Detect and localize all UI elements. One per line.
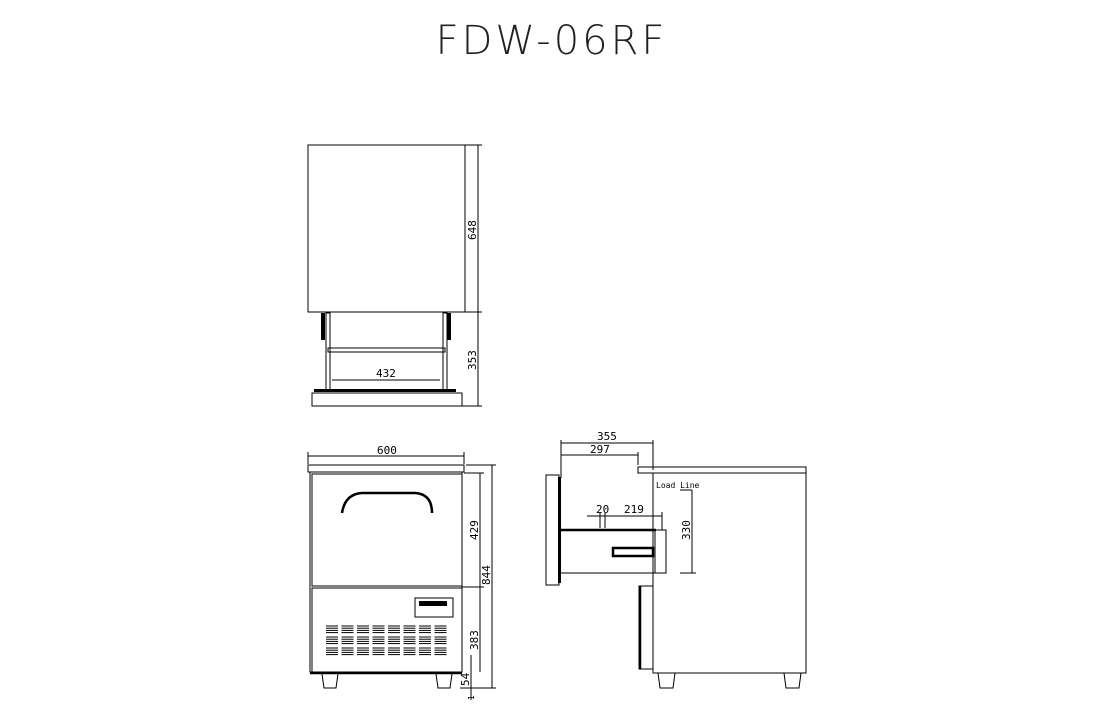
dim-383: 383: [468, 630, 481, 650]
door-gasket: [558, 477, 561, 583]
drawing-title: FDW-06RF: [435, 18, 668, 64]
top-view: 432 648 353: [307, 144, 482, 407]
control-display: [419, 601, 447, 606]
foot: [783, 672, 802, 689]
dim-355: 355: [597, 430, 617, 443]
foot: [435, 673, 453, 689]
front-view: 600 429 844 383 54 1: [307, 444, 496, 700]
side-view: 355 297 Load Line 330 20 219: [545, 430, 807, 689]
dim-353: 353: [466, 350, 479, 370]
foot: [657, 672, 676, 689]
drawer-front: [311, 392, 463, 407]
foot: [321, 673, 339, 689]
top-view-body: [307, 144, 466, 313]
worktop: [307, 464, 465, 473]
cabinet-body: [309, 471, 463, 673]
dim-648: 648: [466, 220, 479, 240]
worktop: [637, 466, 807, 474]
dim-219: 219: [624, 503, 644, 516]
slide-rail-left: [321, 313, 325, 340]
dim-297: 297: [590, 443, 610, 456]
dim-330: 330: [680, 520, 693, 540]
dim-1: 1: [467, 695, 476, 700]
dim-600: 600: [377, 444, 397, 457]
drawer-door: [545, 474, 560, 586]
load-line-label: Load Line: [656, 481, 700, 490]
slide-rail-right: [447, 313, 451, 340]
drawer-base-bar: [314, 389, 456, 392]
drawer-basket: [654, 529, 667, 574]
control-panel: [414, 597, 454, 618]
vent-grille: [326, 625, 447, 656]
basket-handle: [611, 546, 655, 558]
dim-429: 429: [468, 520, 481, 540]
dim-432: 432: [376, 367, 396, 380]
dim-20: 20: [596, 503, 609, 516]
cabinet-side: [652, 472, 807, 674]
dim-54: 54: [459, 672, 472, 686]
drawer-handle: [340, 491, 434, 514]
dim-844: 844: [480, 565, 493, 585]
drawer-front: [311, 473, 463, 587]
drawer-crossbar: [327, 347, 446, 353]
